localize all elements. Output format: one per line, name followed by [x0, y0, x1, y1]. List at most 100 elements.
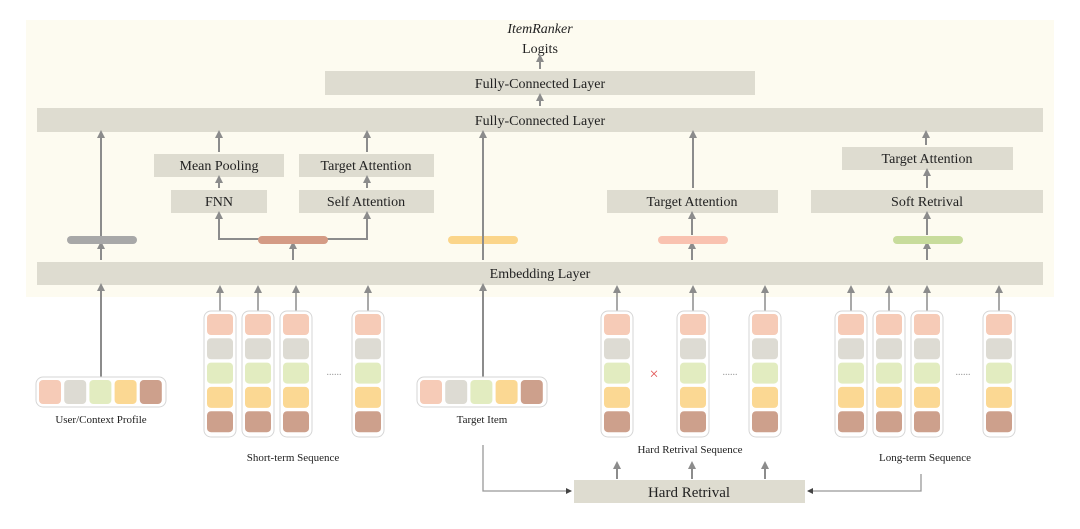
fc-top-box [325, 71, 755, 95]
feature-token [114, 380, 137, 404]
feature-token [680, 362, 706, 384]
arrow-short-emb-to-fnn [215, 211, 262, 240]
feature-token [420, 380, 442, 404]
feature-token [914, 314, 940, 335]
feature-token [283, 338, 309, 360]
short-target-attention-label: Target Attention [321, 159, 412, 174]
long-target-attention-box [842, 147, 1013, 170]
feature-token [752, 411, 778, 433]
feature-token [604, 386, 630, 408]
feature-token [986, 362, 1012, 384]
feature-token [207, 411, 233, 433]
feature-token [283, 386, 309, 408]
feature-token [207, 314, 233, 335]
feature-token [680, 314, 706, 335]
feature-token [604, 411, 630, 433]
long-seq-embedding-vector [893, 236, 963, 244]
short-seq-label: Short-term Sequence [247, 452, 340, 464]
short-seq-item [351, 285, 385, 438]
long-seq-item [910, 285, 944, 438]
feature-token [283, 314, 309, 335]
feature-token [245, 386, 271, 408]
feature-token [355, 411, 381, 433]
self-attention-label: Self Attention [327, 195, 405, 210]
profile-tokens [35, 376, 167, 408]
long-seq-label: Long-term Sequence [879, 452, 971, 464]
short-seq-item [203, 285, 237, 438]
feature-token [604, 338, 630, 360]
logits-label: Logits [522, 42, 558, 57]
feature-token [245, 314, 271, 335]
target-item-label: Target Item [457, 414, 508, 426]
feature-token [838, 386, 864, 408]
hard-seq-label: Hard Retrival Sequence [637, 444, 742, 456]
feature-token [914, 411, 940, 433]
model-title: ItemRanker [506, 22, 573, 37]
feature-token [245, 362, 271, 384]
feature-token [39, 380, 61, 404]
fc-main-box [37, 108, 1043, 132]
feature-token [914, 386, 940, 408]
hard-seq-item [748, 285, 782, 438]
feature-token [680, 411, 706, 433]
feature-token [520, 380, 543, 404]
feature-token [876, 314, 902, 335]
feature-token [245, 411, 271, 433]
feature-token [838, 338, 864, 360]
hard-seq-embedding-vector [658, 236, 728, 244]
hard-retrival-label: Hard Retrival [648, 485, 730, 501]
feature-token [752, 338, 778, 360]
hard-seq-item [600, 285, 634, 438]
hard-seq-item [676, 285, 710, 438]
mean-pooling-box [154, 154, 284, 177]
feature-token [752, 314, 778, 335]
feature-token [680, 386, 706, 408]
feature-token [680, 338, 706, 360]
hard-seq-ellipsis: ...... [723, 367, 738, 378]
connector-long-to-hard-retrival [807, 474, 922, 494]
embedding-layer-label: Embedding Layer [490, 267, 591, 282]
long-target-attention-label: Target Attention [882, 152, 973, 167]
layer-boxes [37, 71, 1043, 503]
feature-token [604, 362, 630, 384]
short-seq-item [241, 285, 275, 438]
fc-main-label: Fully-Connected Layer [475, 114, 606, 129]
feature-token [89, 380, 112, 404]
fc-top-label: Fully-Connected Layer [475, 77, 606, 92]
arrow-short-emb-to-self [325, 211, 371, 240]
feature-token [986, 411, 1012, 433]
target-item-tokens [416, 376, 548, 408]
long-seq-item [872, 285, 906, 438]
feature-token [207, 386, 233, 408]
excluded-cross-mark: × [649, 366, 658, 383]
feature-token [838, 411, 864, 433]
feature-token [470, 380, 493, 404]
feature-token [207, 362, 233, 384]
long-seq-item [834, 285, 868, 438]
feature-token [139, 380, 162, 404]
feature-token [355, 386, 381, 408]
feature-token [914, 362, 940, 384]
soft-retrival-box [811, 190, 1043, 213]
mean-pooling-label: Mean Pooling [180, 159, 259, 174]
feature-tokens [35, 285, 1016, 438]
feature-token [355, 338, 381, 360]
feature-token [876, 338, 902, 360]
feature-token [986, 314, 1012, 335]
feature-token [355, 314, 381, 335]
feature-token [283, 411, 309, 433]
feature-token [876, 386, 902, 408]
long-seq-ellipsis: ...... [956, 367, 971, 378]
feature-token [838, 314, 864, 335]
short-seq-item [279, 285, 313, 438]
feature-token [876, 411, 902, 433]
feature-token [495, 380, 518, 404]
feature-token [914, 338, 940, 360]
self-attention-box [299, 190, 434, 213]
profile-label: User/Context Profile [55, 414, 146, 426]
short-target-attention-box [299, 154, 434, 177]
hard-target-attention-label: Target Attention [647, 195, 738, 210]
long-seq-item [982, 285, 1016, 438]
short-seq-embedding-vector [258, 236, 328, 244]
